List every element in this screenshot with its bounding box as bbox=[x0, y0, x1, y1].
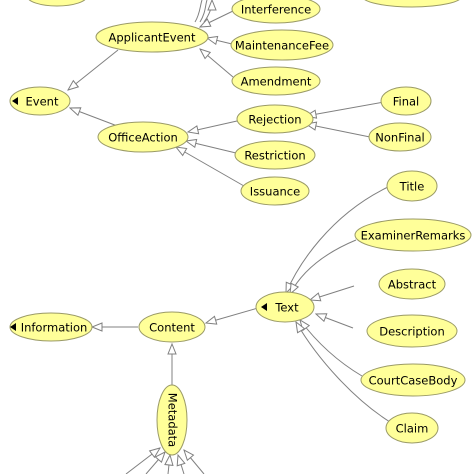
edge-officeaction-event bbox=[70, 108, 121, 128]
edge-maintenancefee-applicantevent bbox=[207, 38, 233, 44]
node-final[interactable]: Final bbox=[380, 86, 432, 116]
edge-examinerremarks-text bbox=[290, 239, 357, 294]
collapse-marker-event[interactable] bbox=[12, 97, 18, 105]
node-offscreen-top-right[interactable] bbox=[362, 0, 462, 8]
collapse-marker-information[interactable] bbox=[10, 323, 16, 331]
node-text-label: Text bbox=[274, 301, 299, 315]
edge-bottom-5 bbox=[184, 450, 205, 474]
collapse-marker-text[interactable] bbox=[261, 303, 267, 311]
node-amendment-label: Amendment bbox=[241, 75, 312, 89]
node-description-label: Description bbox=[379, 325, 445, 339]
node-information[interactable]: Information bbox=[9, 312, 93, 342]
node-claim[interactable]: Claim bbox=[385, 412, 439, 444]
node-maintenance-fee[interactable]: MaintenanceFee bbox=[230, 29, 334, 61]
edge-rejection-officeaction bbox=[188, 120, 238, 132]
node-offscreen-top-left[interactable] bbox=[27, 0, 87, 7]
node-applicant-event-label: ApplicantEvent bbox=[109, 31, 196, 45]
edge-bottom-4 bbox=[178, 455, 184, 474]
edge-interference-applicantevent bbox=[200, 10, 234, 27]
edge-amendment-applicantevent bbox=[200, 49, 234, 78]
node-metadata-label: Metadata bbox=[166, 393, 180, 447]
node-interference-label: Interference bbox=[241, 3, 311, 17]
node-non-final-label: NonFinal bbox=[375, 131, 424, 145]
node-issuance-label: Issuance bbox=[250, 185, 300, 199]
edge-bottom-1 bbox=[125, 448, 160, 474]
node-restriction-label: Restriction bbox=[244, 149, 305, 163]
node-court-case-body-label: CourtCaseBody bbox=[369, 374, 458, 388]
node-text[interactable]: Text bbox=[255, 291, 315, 323]
edge-nonfinal-rejection bbox=[306, 124, 371, 138]
node-rejection-label: Rejection bbox=[248, 113, 301, 127]
node-content[interactable]: Content bbox=[138, 311, 206, 343]
edge-description-text bbox=[316, 314, 354, 329]
edge-claim-text bbox=[296, 322, 391, 423]
edge-top-offscreen-1 bbox=[203, 0, 212, 23]
node-abstract-label: Abstract bbox=[388, 278, 437, 292]
node-non-final[interactable]: NonFinal bbox=[368, 122, 432, 152]
node-rejection[interactable]: Rejection bbox=[236, 104, 314, 134]
edges bbox=[68, 0, 391, 474]
node-applicant-event[interactable]: ApplicantEvent bbox=[95, 21, 209, 53]
node-examiner-remarks-label: ExaminerRemarks bbox=[361, 229, 466, 243]
edge-restriction-officeaction bbox=[186, 141, 237, 154]
node-office-action[interactable]: OfficeAction bbox=[97, 121, 189, 153]
node-issuance[interactable]: Issuance bbox=[240, 176, 310, 206]
node-event[interactable]: Event bbox=[9, 86, 71, 116]
node-description[interactable]: Description bbox=[366, 314, 458, 348]
node-interference[interactable]: Interference bbox=[231, 0, 321, 24]
edge-applicantevent-event bbox=[68, 49, 119, 90]
edge-top-offscreen-3 bbox=[194, 0, 203, 23]
node-office-action-label: OfficeAction bbox=[108, 131, 178, 145]
node-amendment[interactable]: Amendment bbox=[231, 66, 321, 96]
node-information-label: Information bbox=[21, 321, 88, 335]
node-content-label: Content bbox=[149, 321, 195, 335]
edge-final-rejection bbox=[306, 101, 385, 116]
node-restriction[interactable]: Restriction bbox=[234, 140, 316, 170]
edge-bottom-3 bbox=[168, 455, 170, 474]
node-metadata[interactable]: Metadata bbox=[156, 384, 188, 456]
edge-issuance-officeaction bbox=[176, 147, 245, 187]
node-maintenance-fee-label: MaintenanceFee bbox=[235, 39, 329, 53]
node-abstract[interactable]: Abstract bbox=[378, 268, 446, 300]
edge-title-text bbox=[286, 186, 389, 293]
node-examiner-remarks[interactable]: ExaminerRemarks bbox=[354, 218, 472, 252]
node-claim-label: Claim bbox=[396, 422, 429, 436]
node-title[interactable]: Title bbox=[386, 170, 438, 202]
node-event-label: Event bbox=[26, 95, 59, 109]
node-court-case-body[interactable]: CourtCaseBody bbox=[360, 363, 466, 397]
edge-bottom-2 bbox=[145, 452, 165, 474]
node-title-label: Title bbox=[399, 180, 425, 194]
edge-abstract-text bbox=[310, 285, 355, 300]
edge-text-content bbox=[206, 307, 259, 323]
node-final-label: Final bbox=[393, 95, 420, 109]
